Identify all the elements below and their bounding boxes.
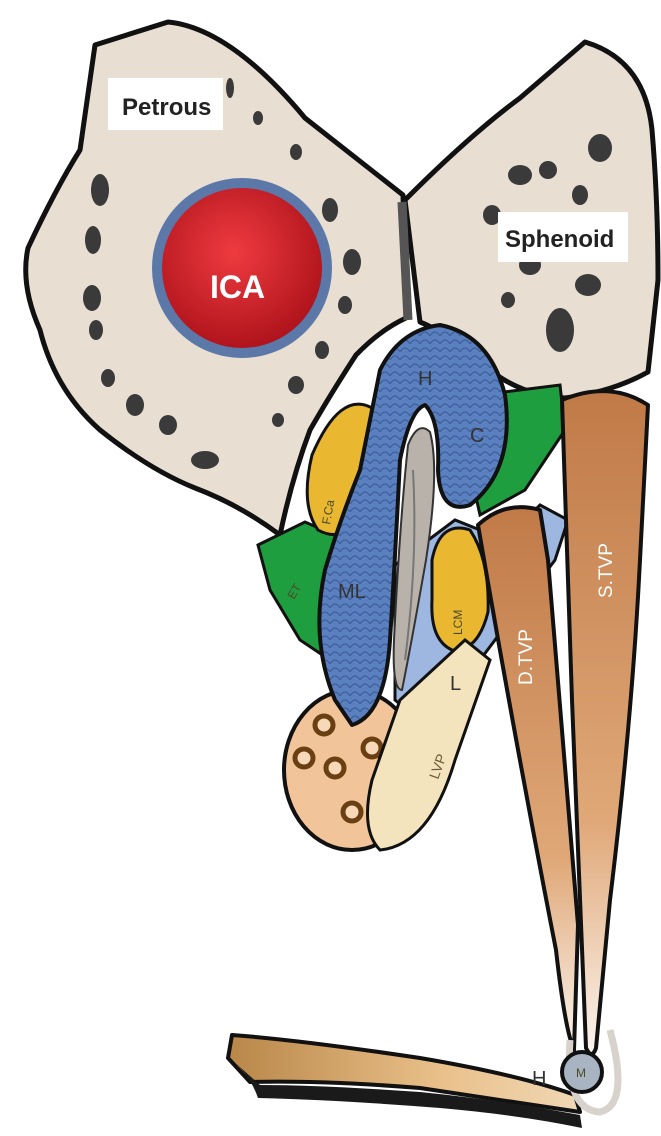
soft-palate <box>228 1035 582 1128</box>
deep-tvp-label: D.TVP <box>516 629 537 685</box>
ica-vessel <box>152 178 332 358</box>
sphenoid-label: Sphenoid <box>505 226 614 253</box>
ica-label: ICA <box>210 269 265 305</box>
ml-label: ML <box>338 581 366 603</box>
l-label: L <box>450 673 461 695</box>
bone-suture <box>402 202 408 320</box>
hamulus-label: M <box>576 1066 586 1080</box>
h-lower-label: H <box>532 1068 546 1090</box>
superficial-tvp-label: S.TVP <box>596 543 617 598</box>
fat-pad-lower-label: LCM <box>451 610 465 635</box>
deep-tvp-muscle <box>478 507 578 1050</box>
c-label: C <box>470 425 484 447</box>
h-upper-label: H <box>418 368 432 390</box>
petrous-label: Petrous <box>122 94 211 121</box>
